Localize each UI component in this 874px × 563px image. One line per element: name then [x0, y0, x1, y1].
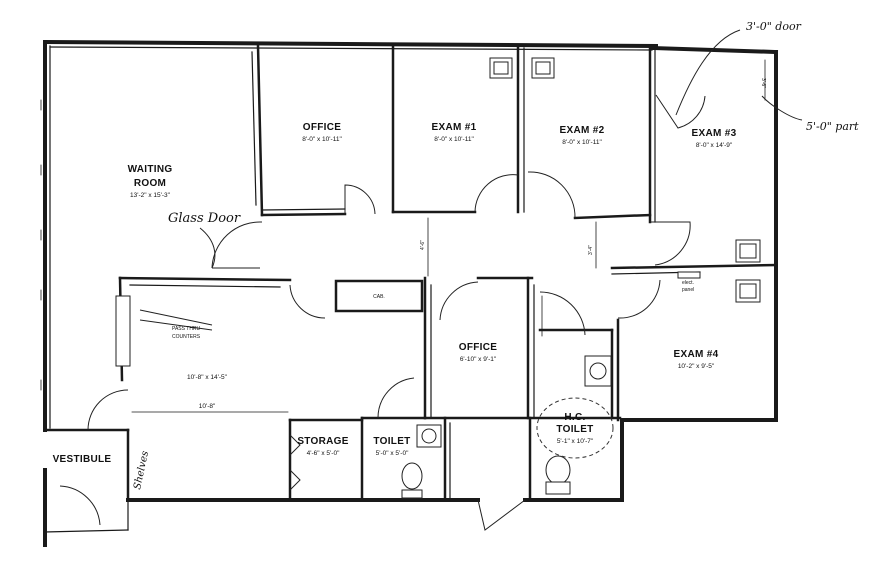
toilet-label: TOILET — [373, 436, 410, 447]
hc-turning-circle — [536, 397, 614, 459]
exam-4-label: EXAM #4 — [674, 349, 719, 360]
pass-thru-label-1: PASS THRU — [172, 326, 201, 332]
hc-toilet-label-2: TOILET — [556, 424, 593, 435]
elect-label-2: panel — [682, 287, 694, 293]
office-1-dims: 8'-0" x 10'-11" — [302, 136, 342, 143]
waiting-room-label-2: ROOM — [134, 178, 166, 189]
dimension-lines — [131, 59, 766, 413]
storage-label: STORAGE — [297, 436, 348, 447]
annotation-arrows — [139, 29, 803, 331]
exam-2-label: EXAM #2 — [560, 125, 605, 136]
door-3ft-note: 3'-0" door — [746, 20, 802, 33]
exam-3-dims: 8'-0" x 14'-9" — [696, 142, 733, 149]
elect-panel — [677, 271, 701, 279]
reception-width-dim: 10'-8" — [199, 403, 216, 410]
exam-1-label: EXAM #1 — [432, 122, 477, 133]
exam-3-label: EXAM #3 — [692, 128, 737, 139]
pass-thru-label-2: COUNTERS — [172, 334, 201, 340]
exam3-dim: 3'-6" — [760, 78, 766, 88]
hc-toilet-label-1: H.C. — [564, 412, 585, 423]
doors — [59, 94, 706, 531]
hc-toilet-bowl — [545, 455, 571, 485]
office-2-dims: 6'-10" x 9'-1" — [460, 356, 497, 363]
exam-1-dims: 8'-0" x 10'-11" — [434, 136, 474, 143]
storage-dims: 4'-6" x 5'-0" — [307, 450, 340, 457]
shelves-note: Shelves — [132, 450, 151, 491]
pass-thru-counter — [115, 295, 131, 367]
fixtures — [115, 57, 761, 499]
hall-dim-1: 4'-6" — [420, 240, 426, 250]
hc-toilet-dims: 5'-1" x 10'-7" — [557, 438, 594, 445]
reception-dims: 10'-8" x 14'-5" — [187, 374, 228, 381]
toilet-dims: 5'-0" x 5'-0" — [376, 450, 409, 457]
outer-walls — [42, 39, 779, 547]
office-1-label: OFFICE — [303, 122, 341, 133]
exam-4-dims: 10'-2" x 9'-5" — [678, 363, 715, 370]
waiting-room-dims: 13'-2" x 15'-3" — [130, 192, 171, 199]
toilet-bowl — [401, 462, 423, 490]
elect-label-1: elect. — [682, 280, 694, 286]
office-2-label: OFFICE — [459, 342, 497, 353]
vestibule-label: VESTIBULE — [53, 454, 112, 465]
hall-dim-2: 3'-4" — [588, 245, 594, 255]
waiting-room-label-1: WAITING — [128, 164, 173, 175]
exam-2-dims: 8'-0" x 10'-11" — [562, 139, 602, 146]
interior-walls — [43, 44, 778, 502]
cab-label: CAB. — [373, 294, 385, 300]
part-5ft-note: 5'-0" part — [806, 120, 859, 133]
glass-door-note: Glass Door — [168, 211, 241, 226]
